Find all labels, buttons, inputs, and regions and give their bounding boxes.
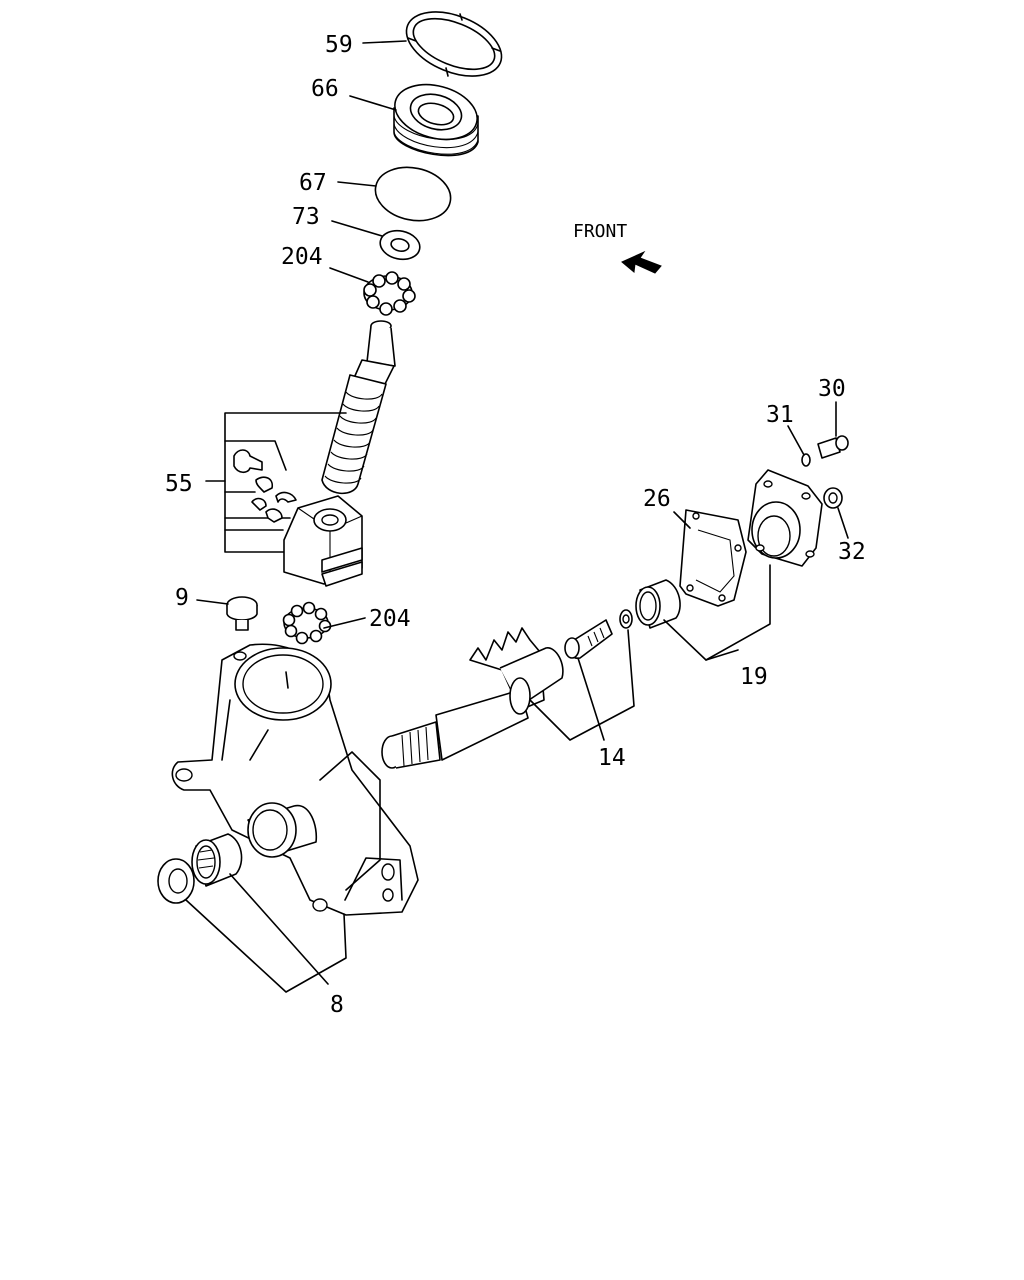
callout-8: 8 (330, 992, 344, 1018)
part-9-plug-bolt (226, 596, 258, 631)
callout-204-top: 204 (281, 244, 323, 270)
part-67-o-ring (374, 166, 452, 222)
callout-66: 66 (311, 76, 339, 102)
part-59-lock-ring (405, 11, 503, 77)
part-66-adjuster-plug (393, 83, 479, 157)
callout-32: 32 (838, 539, 866, 565)
callout-labels: 59 66 67 73 204 55 9 204 30 31 26 32 19 … (165, 32, 866, 1018)
callout-31: 31 (766, 402, 794, 428)
part-204-top-bearing (363, 271, 416, 316)
part-8-seal-and-bearing (157, 833, 243, 904)
callout-14: 14 (598, 745, 626, 771)
callout-30: 30 (818, 376, 846, 402)
parts-30-31-32-fasteners (801, 435, 849, 509)
callout-19: 19 (740, 664, 768, 690)
part-26-gasket (679, 509, 747, 607)
part-worm-shaft (321, 320, 396, 495)
callout-59: 59 (325, 32, 353, 58)
callout-9: 9 (175, 585, 189, 611)
front-indicator: FRONT (573, 221, 662, 274)
callout-26: 26 (643, 486, 671, 512)
front-label: FRONT (573, 221, 627, 242)
part-sector-shaft (381, 627, 564, 769)
front-arrow-icon (621, 250, 662, 274)
leader-lines (185, 40, 849, 993)
callout-55: 55 (165, 471, 193, 497)
callout-67: 67 (299, 170, 327, 196)
part-19-bearing-and-cover (635, 469, 823, 629)
callout-73: 73 (292, 204, 320, 230)
part-204-middle-bearing (282, 601, 332, 645)
part-73-seal (379, 229, 421, 261)
part-55-ball-nut-assembly (205, 412, 363, 587)
part-14-adjusting-screw (564, 609, 633, 660)
gear-housing (171, 643, 419, 916)
callout-204-middle: 204 (369, 606, 411, 632)
